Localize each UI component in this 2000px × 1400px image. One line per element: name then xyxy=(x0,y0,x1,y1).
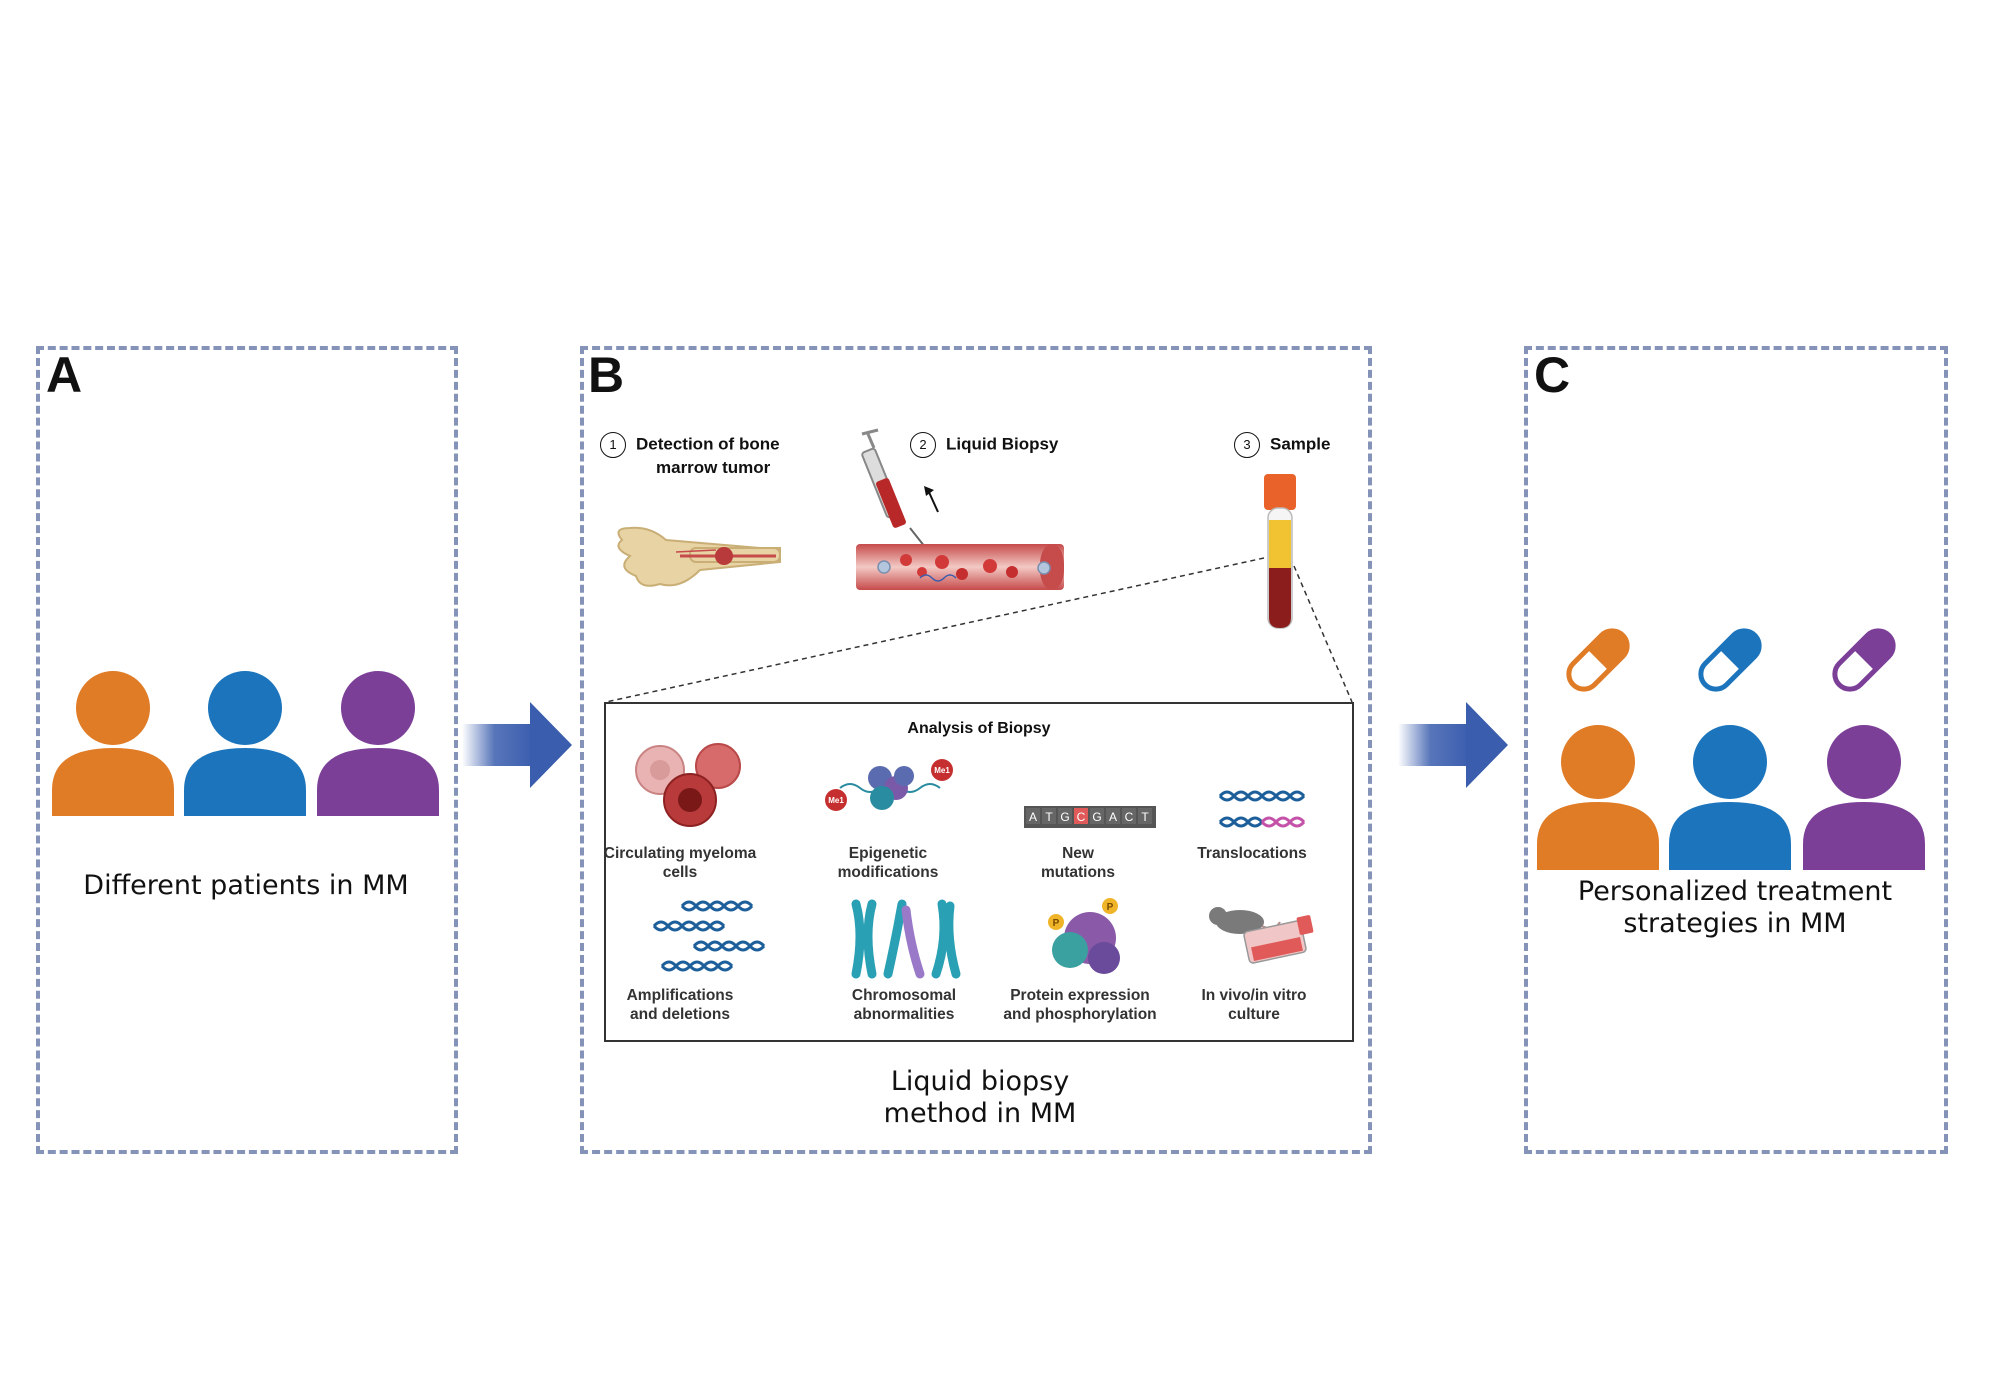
item-label-protein-line2: and phosphorylation xyxy=(1003,1006,1157,1023)
step-2-label: 2 Liquid Biopsy xyxy=(910,432,1090,458)
panel-b-caption-line2: method in MM xyxy=(883,1098,1077,1129)
item-label-new-mutations-line2: mutations xyxy=(1040,864,1116,881)
patient-icon-blue xyxy=(184,671,306,816)
step-2-number: 2 xyxy=(910,432,936,458)
dna-cell-2 xyxy=(1058,808,1072,824)
blood-vessel-icon xyxy=(856,544,1064,590)
bone-icon xyxy=(617,526,781,587)
amplification-icon xyxy=(652,900,766,972)
item-label-chromosomal-line1: Chromosomal xyxy=(851,987,957,1004)
step-1-line1: Detection of bone xyxy=(636,434,780,454)
zoom-line-left xyxy=(605,557,1265,703)
step-3-line1: Sample xyxy=(1270,434,1331,454)
dna-sequence-icon xyxy=(1024,806,1156,828)
zoom-line-right xyxy=(1293,565,1353,703)
dna-cell-3 xyxy=(1074,808,1088,824)
panel-a-frame xyxy=(36,346,458,1154)
flow-arrow-a-to-b xyxy=(462,702,572,788)
step-1-line2: marrow tumor xyxy=(656,458,771,477)
item-label-protein: Protein expression and phosphorylation xyxy=(980,986,1180,1024)
item-label-myeloma-cells-line1: Circulating myeloma xyxy=(603,845,757,862)
dna-letter-2: G xyxy=(1060,810,1069,824)
panel-c-letter: C xyxy=(1534,347,1571,403)
dna-cell-4 xyxy=(1090,808,1104,824)
treated-patient-icon-orange xyxy=(1537,725,1659,870)
myeloma-cells-icon xyxy=(635,743,741,827)
step-2-line1: Liquid Biopsy xyxy=(946,434,1059,454)
panel-a-letter: A xyxy=(46,347,83,403)
item-label-translocations-line1: Translocations xyxy=(1197,845,1307,862)
item-label-culture: In vivo/in vitro culture xyxy=(1154,986,1354,1024)
step-3-label: 3 Sample xyxy=(1234,432,1354,458)
item-label-epigenetic: Epigenetic modifications xyxy=(788,844,988,882)
item-label-epigenetic-line1: Epigenetic xyxy=(848,845,928,862)
step-1-label: 1 Detection of bone marrow tumor xyxy=(600,432,800,478)
dna-letter-7: T xyxy=(1141,810,1149,824)
dna-letter-0: A xyxy=(1029,810,1037,824)
item-label-myeloma-cells-line2: cells xyxy=(662,864,698,881)
item-label-new-mutations-line1: New xyxy=(1062,845,1094,862)
dna-cell-6 xyxy=(1122,808,1136,824)
treated-patient-icon-purple xyxy=(1803,725,1925,870)
analysis-title: Analysis of Biopsy xyxy=(907,720,1051,737)
item-label-culture-line1: In vivo/in vitro xyxy=(1201,987,1307,1004)
item-label-amplifications-line1: Amplifications xyxy=(626,987,734,1004)
item-label-protein-line1: Protein expression xyxy=(1010,987,1150,1004)
panel-c-frame xyxy=(1524,346,1948,1154)
pill-icon-purple xyxy=(1832,628,1896,692)
dna-letter-1: T xyxy=(1045,810,1053,824)
panel-b-letter: B xyxy=(588,347,625,403)
patient-icon-orange xyxy=(52,671,174,816)
dna-cell-7 xyxy=(1138,808,1152,824)
dna-cell-5 xyxy=(1106,808,1120,824)
item-label-amplifications-line2: and deletions xyxy=(630,1006,730,1023)
item-label-translocations: Translocations xyxy=(1152,844,1352,863)
dna-cell-1 xyxy=(1042,808,1056,824)
protein-icon xyxy=(1048,898,1120,974)
step-3-number: 3 xyxy=(1234,432,1260,458)
direction-arrow-icon xyxy=(924,486,939,513)
item-label-new-mutations: New mutations xyxy=(978,844,1178,882)
methyl-tag-right: Me1 xyxy=(934,766,950,775)
panel-b-frame xyxy=(580,346,1372,1154)
panel-b-caption-line1: Liquid biopsy xyxy=(890,1066,1070,1097)
patient-icon-purple xyxy=(317,671,439,816)
item-label-myeloma-cells: Circulating myeloma cells xyxy=(580,844,780,882)
item-label-chromosomal-line2: abnormalities xyxy=(853,1006,955,1023)
panel-c-caption: Personalized treatment strategies in MM xyxy=(1530,876,1940,940)
epigenetic-icon xyxy=(825,759,953,811)
item-label-culture-line2: culture xyxy=(1228,1006,1280,1023)
dna-cell-0 xyxy=(1026,808,1040,824)
mouse-and-flask-icon xyxy=(1209,907,1314,964)
panel-c-caption-line2: strategies in MM xyxy=(1623,908,1847,939)
flow-arrow-b-to-c xyxy=(1398,702,1508,788)
item-label-epigenetic-line2: modifications xyxy=(837,864,939,881)
phospho-tag-left: P xyxy=(1053,918,1060,929)
panel-c-caption-line1: Personalized treatment xyxy=(1577,876,1893,907)
step-1-number: 1 xyxy=(600,432,626,458)
analysis-icons: Me1 Me1 A T G C G A C T xyxy=(635,743,1314,979)
item-label-chromosomal: Chromosomal abnormalities xyxy=(804,986,1004,1024)
sample-tube-icon xyxy=(1264,474,1296,629)
pill-icon-orange xyxy=(1566,628,1630,692)
analysis-of-biopsy-box: Analysis of Biopsy Me1 Me1 xyxy=(604,702,1354,1042)
panel-b-caption: Liquid biopsy method in MM xyxy=(780,1066,1180,1130)
panel-a-caption: Different patients in MM xyxy=(83,870,409,901)
dna-letter-3: C xyxy=(1077,810,1086,824)
translocation-icon xyxy=(1218,790,1306,828)
dna-letter-6: C xyxy=(1125,810,1134,824)
methyl-tag-left: Me1 xyxy=(828,796,844,805)
item-label-amplifications: Amplifications and deletions xyxy=(580,986,780,1024)
dna-letter-4: G xyxy=(1092,810,1101,824)
dna-letter-5: A xyxy=(1109,810,1117,824)
treated-patient-icon-blue xyxy=(1669,725,1791,870)
chromosome-icon xyxy=(851,899,961,979)
phospho-tag-right: P xyxy=(1107,902,1114,913)
pill-icon-blue xyxy=(1698,628,1762,692)
